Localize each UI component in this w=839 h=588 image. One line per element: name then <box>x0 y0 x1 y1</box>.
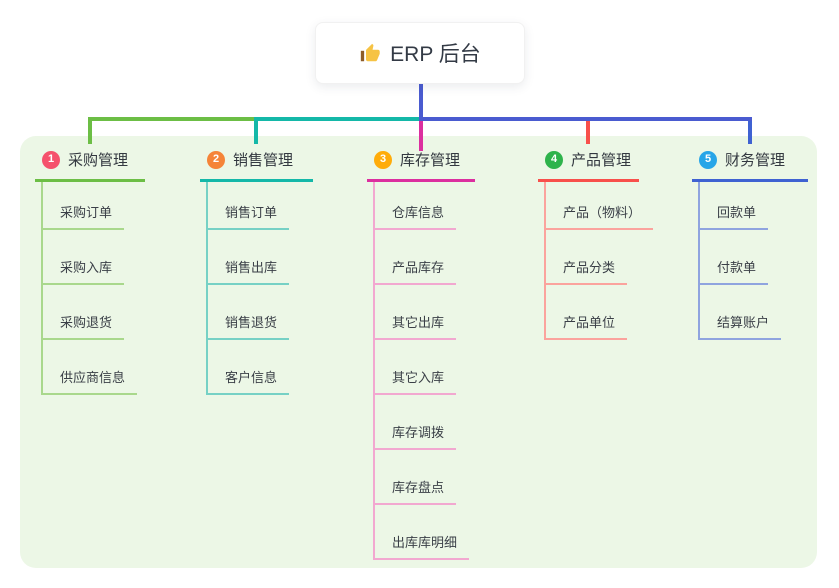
branch-node-1[interactable]: 1 采购管理 <box>35 149 145 182</box>
child-node[interactable]: 产品单位 <box>546 285 639 340</box>
child-node-label: 仓库信息 <box>375 202 457 230</box>
branch-column-3: 3 库存管理 仓库信息 产品库存 其它出库 其它入库 库存调拨 库存盘点 出库库… <box>367 149 475 560</box>
branch-children: 仓库信息 产品库存 其它出库 其它入库 库存调拨 库存盘点 出库库明细 <box>373 182 475 560</box>
branch5-connector-line <box>419 117 752 121</box>
root-node-erp[interactable]: ERP 后台 <box>315 22 525 84</box>
branch-children: 销售订单 销售出库 销售退货 客户信息 <box>206 182 313 395</box>
child-node[interactable]: 库存盘点 <box>375 450 475 505</box>
child-node-label: 库存调拨 <box>375 422 457 450</box>
child-node-label: 产品库存 <box>375 257 457 285</box>
child-node-label: 采购入库 <box>43 257 125 285</box>
child-node[interactable]: 出库库明细 <box>375 505 475 560</box>
branch-node-3[interactable]: 3 库存管理 <box>367 149 475 182</box>
child-node-label: 销售订单 <box>208 202 290 230</box>
branch-node-2[interactable]: 2 销售管理 <box>200 149 313 182</box>
branch-children: 产品（物料） 产品分类 产品单位 <box>544 182 654 340</box>
child-node-label: 其它出库 <box>375 312 457 340</box>
child-node-label: 采购订单 <box>43 202 125 230</box>
thumbs-up-icon <box>361 43 380 62</box>
branch-column-1: 1 采购管理 采购订单 采购入库 采购退货 供应商信息 <box>35 149 145 395</box>
child-node-label: 客户信息 <box>208 367 290 395</box>
branch2-connector-line <box>254 117 421 121</box>
child-node[interactable]: 客户信息 <box>208 340 313 395</box>
child-node[interactable]: 结算账户 <box>700 285 808 340</box>
branch-column-4: 4 产品管理 产品（物料） 产品分类 产品单位 <box>538 149 654 340</box>
child-node[interactable]: 产品（物料） <box>546 182 654 230</box>
child-node-label: 产品单位 <box>546 312 628 340</box>
child-node-label: 销售出库 <box>208 257 290 285</box>
child-node[interactable]: 供应商信息 <box>43 340 145 395</box>
child-node[interactable]: 其它出库 <box>375 285 475 340</box>
child-node[interactable]: 产品分类 <box>546 230 639 285</box>
branch-node-label: 财务管理 <box>725 152 786 169</box>
child-node-label: 销售退货 <box>208 312 290 340</box>
branch-index-badge: 5 <box>699 150 717 169</box>
mindmap-canvas-panel <box>20 136 817 568</box>
child-node[interactable]: 采购订单 <box>43 182 145 230</box>
child-node[interactable]: 库存调拨 <box>375 395 475 450</box>
child-node-label: 供应商信息 <box>43 367 138 395</box>
branch-index-badge: 4 <box>545 150 563 169</box>
branch-node-label: 销售管理 <box>233 152 294 169</box>
root-connector-line <box>419 82 423 121</box>
child-node[interactable]: 销售订单 <box>208 182 313 230</box>
child-node[interactable]: 回款单 <box>700 182 808 230</box>
branch-children: 回款单 付款单 结算账户 <box>698 182 808 340</box>
child-node-label: 出库库明细 <box>375 532 470 560</box>
child-node-label: 产品分类 <box>546 257 628 285</box>
root-node-label: ERP 后台 <box>390 43 481 66</box>
branch-index-badge: 3 <box>374 150 392 169</box>
child-node-label: 产品（物料） <box>546 202 654 230</box>
child-node-label: 库存盘点 <box>375 477 457 505</box>
branch-node-4[interactable]: 4 产品管理 <box>538 149 639 182</box>
child-node[interactable]: 销售退货 <box>208 285 313 340</box>
branch-node-label: 产品管理 <box>571 152 632 169</box>
branch-index-badge: 1 <box>42 150 60 169</box>
branch-column-5: 5 财务管理 回款单 付款单 结算账户 <box>692 149 808 340</box>
child-node-label: 其它入库 <box>375 367 457 395</box>
child-node[interactable]: 采购入库 <box>43 230 145 285</box>
child-node[interactable]: 仓库信息 <box>375 182 475 230</box>
branch-index-badge: 2 <box>207 150 225 169</box>
child-node-label: 采购退货 <box>43 312 125 340</box>
branch-node-5[interactable]: 5 财务管理 <box>692 149 808 182</box>
child-node[interactable]: 产品库存 <box>375 230 475 285</box>
child-node-label: 付款单 <box>700 257 769 285</box>
child-node[interactable]: 采购退货 <box>43 285 145 340</box>
branch-node-label: 库存管理 <box>400 152 461 169</box>
branch1-connector-line <box>88 117 421 121</box>
child-node[interactable]: 付款单 <box>700 230 808 285</box>
branch-children: 采购订单 采购入库 采购退货 供应商信息 <box>41 182 145 395</box>
branch-node-label: 采购管理 <box>68 152 129 169</box>
child-node[interactable]: 其它入库 <box>375 340 475 395</box>
child-node-label: 结算账户 <box>700 312 782 340</box>
branch-column-2: 2 销售管理 销售订单 销售出库 销售退货 客户信息 <box>200 149 313 395</box>
child-node-label: 回款单 <box>700 202 769 230</box>
child-node[interactable]: 销售出库 <box>208 230 313 285</box>
